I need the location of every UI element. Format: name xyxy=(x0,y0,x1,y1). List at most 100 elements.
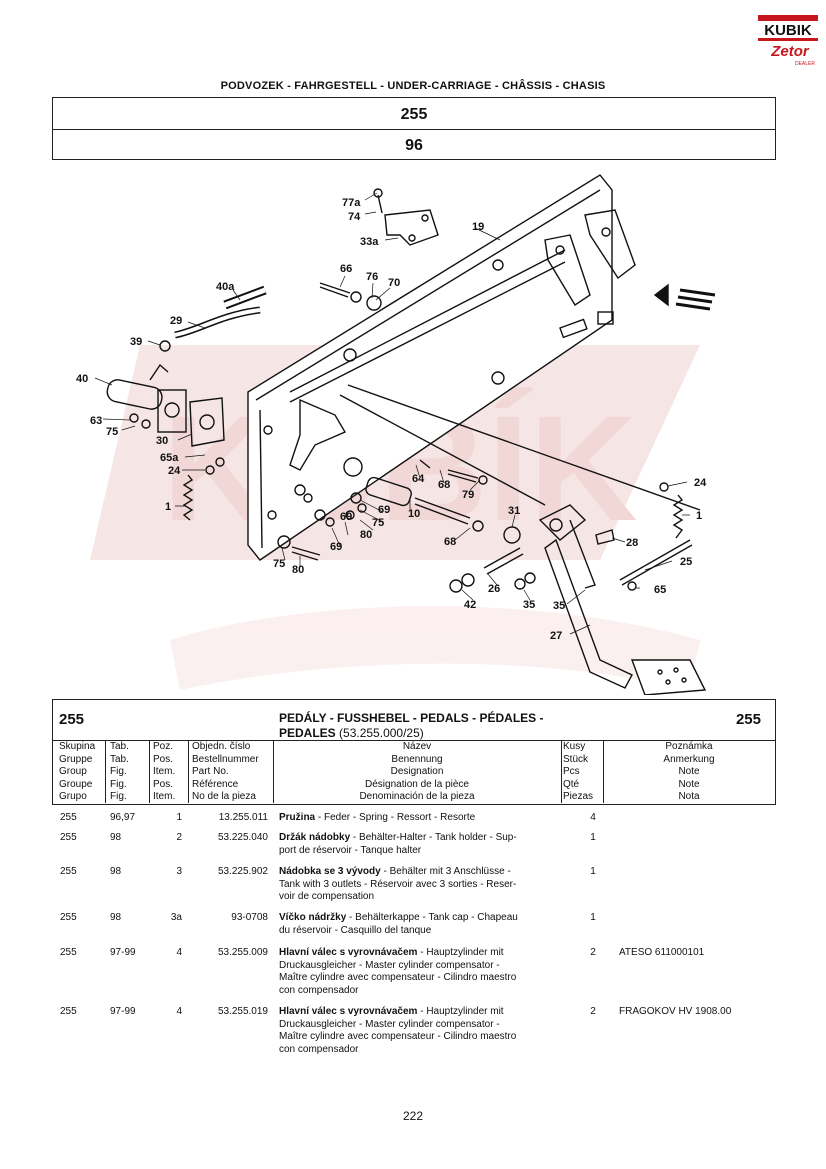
cell-tab: 97-99 xyxy=(110,947,136,958)
cell-name-bold: Hlavní válec s vyrovnávačem xyxy=(279,947,418,958)
cell-name-line: port de réservoir - Tanque halter xyxy=(279,844,422,856)
label-42: 42 xyxy=(464,599,476,611)
logo-text-kubik: KUBIK xyxy=(764,22,812,39)
cell-part: 53.255.019 xyxy=(217,1006,268,1017)
label-80-b: 80 xyxy=(292,564,304,576)
cell-name-bold: Držák nádobky xyxy=(279,832,351,843)
cell-name-rest: - Behälter-Halter - Tank holder - Sup- xyxy=(350,832,517,843)
cell-part: 13.255.011 xyxy=(218,812,268,823)
cell-name: Víčko nádržky - Behälterkappe - Tank cap… xyxy=(279,912,569,937)
cell-qty: 1 xyxy=(590,832,596,843)
label-28: 28 xyxy=(626,537,638,549)
label-75-b: 75 xyxy=(372,517,384,529)
group-number: 255 xyxy=(400,106,428,123)
cell-qty: 1 xyxy=(590,866,596,877)
pedal-assembly-diagram: KUBÍK xyxy=(76,174,716,695)
cell-pos: 1 xyxy=(176,812,182,823)
label-1-b: 1 xyxy=(696,510,702,522)
cell-group: 255 xyxy=(60,866,77,877)
col-tab: Tab.Tab.Fig.Fig.Fig. xyxy=(110,741,129,803)
label-33a: 33a xyxy=(360,236,379,248)
cell-name-bold: Víčko nádržky xyxy=(279,912,347,923)
label-39: 39 xyxy=(130,336,142,348)
label-64: 64 xyxy=(412,473,425,485)
label-65-b: 65 xyxy=(654,584,666,596)
cell-pos: 4 xyxy=(176,947,182,958)
cell-group: 255 xyxy=(60,832,77,843)
cell-qty: 4 xyxy=(590,812,596,823)
parts-table-header: 255 255 PEDÁLY - FUSSHEBEL - PEDALS - PÉ… xyxy=(52,699,776,805)
label-25: 25 xyxy=(680,556,692,568)
cell-name-rest: - Hauptzylinder mit xyxy=(417,1006,504,1017)
cell-name-rest: - Behälterkappe - Tank cap - Chapeau xyxy=(346,912,518,923)
label-70: 70 xyxy=(388,277,400,289)
logo-text-dealer: DEALER xyxy=(795,61,815,67)
label-30: 30 xyxy=(156,435,168,447)
label-1-a: 1 xyxy=(165,501,171,513)
label-66: 66 xyxy=(340,263,352,275)
col-poz: Poz.Pos.Item.Pos.Item. xyxy=(153,741,176,803)
label-27: 27 xyxy=(550,630,562,642)
cell-name: Nádobka se 3 vývody - Behälter mit 3 Ans… xyxy=(279,866,569,904)
cell-name-line: Tank with 3 outlets - Réservoir avec 3 s… xyxy=(279,878,517,890)
cell-name: Hlavní válec s vyrovnávačem - Hauptzylin… xyxy=(279,947,569,997)
cell-name-bold: Hlavní válec s vyrovnávačem xyxy=(279,1006,418,1017)
section-title: PODVOZEK - FAHRGESTELL - UNDER-CARRIAGE … xyxy=(220,80,606,92)
cell-note: FRAGOKOV HV 1908.00 xyxy=(619,1006,732,1017)
label-40: 40 xyxy=(76,373,88,385)
label-40a: 40a xyxy=(216,281,235,293)
label-76: 76 xyxy=(366,271,378,283)
cell-group: 255 xyxy=(60,947,77,958)
cell-name-line: con compensador xyxy=(279,984,359,996)
table-title-line2: PEDALES xyxy=(279,726,336,740)
label-26: 26 xyxy=(488,583,500,595)
cell-name-bold: Pružina xyxy=(279,812,316,823)
label-79: 79 xyxy=(462,489,474,501)
table-title-line1: PEDÁLY - FUSSHEBEL - PEDALS - PÉDALES - xyxy=(279,711,544,725)
label-77a: 77a xyxy=(342,197,361,209)
cell-name-rest: - Behälter mit 3 Anschlüsse - xyxy=(380,866,511,877)
cell-tab: 98 xyxy=(110,866,122,877)
label-74: 74 xyxy=(348,211,361,223)
label-80-a: 80 xyxy=(360,529,372,541)
table-group-right: 255 xyxy=(735,711,761,728)
cell-name-line: Maître cylindre avec compensateur - Cili… xyxy=(279,972,517,984)
cell-tab: 98 xyxy=(110,912,122,923)
cell-name-rest: - Feder - Spring - Ressort - Resorte xyxy=(315,812,476,823)
cell-name-line: Druckausgleicher - Master cylinder compe… xyxy=(279,1018,500,1030)
cell-name-rest: - Hauptzylinder mit xyxy=(417,947,504,958)
label-31: 31 xyxy=(508,505,520,517)
cell-tab: 98 xyxy=(110,832,122,843)
label-10: 10 xyxy=(408,508,420,520)
figure-number: 96 xyxy=(405,137,423,154)
label-69-a: 69 xyxy=(378,504,390,516)
cell-pos: 3 xyxy=(176,866,182,877)
cell-name-line: Maître cylindre avec compensateur - Cili… xyxy=(279,1031,517,1043)
cell-name-line: du réservoir - Casquillo del tanque xyxy=(279,924,432,936)
label-65a: 65a xyxy=(160,452,179,464)
label-69-b: 69 xyxy=(340,511,352,523)
label-24-b: 24 xyxy=(694,477,707,489)
cell-group: 255 xyxy=(60,1006,77,1017)
cell-group: 255 xyxy=(60,912,77,923)
label-68-a: 68 xyxy=(438,479,450,491)
label-29: 29 xyxy=(170,315,182,327)
header-box: 255 96 xyxy=(52,97,776,160)
cell-name-line: Druckausgleicher - Master cylinder compe… xyxy=(279,959,500,971)
cell-name: Držák nádobky - Behälter-Halter - Tank h… xyxy=(279,832,569,857)
cell-name-line: con compensador xyxy=(279,1043,359,1055)
cell-pos: 4 xyxy=(176,1006,182,1017)
cell-tab: 97-99 xyxy=(110,1006,136,1017)
logo-text-zetor: Zetor xyxy=(770,43,810,60)
label-35-a: 35 xyxy=(523,599,535,611)
label-68-b: 68 xyxy=(444,536,456,548)
page-number: 222 xyxy=(402,1109,424,1123)
cell-tab: 96,97 xyxy=(110,812,136,823)
cell-name-line: voir de compensation xyxy=(279,891,375,903)
cell-part: 93-0708 xyxy=(231,912,268,923)
table-title-ref: (53.255.000/25) xyxy=(339,726,424,740)
